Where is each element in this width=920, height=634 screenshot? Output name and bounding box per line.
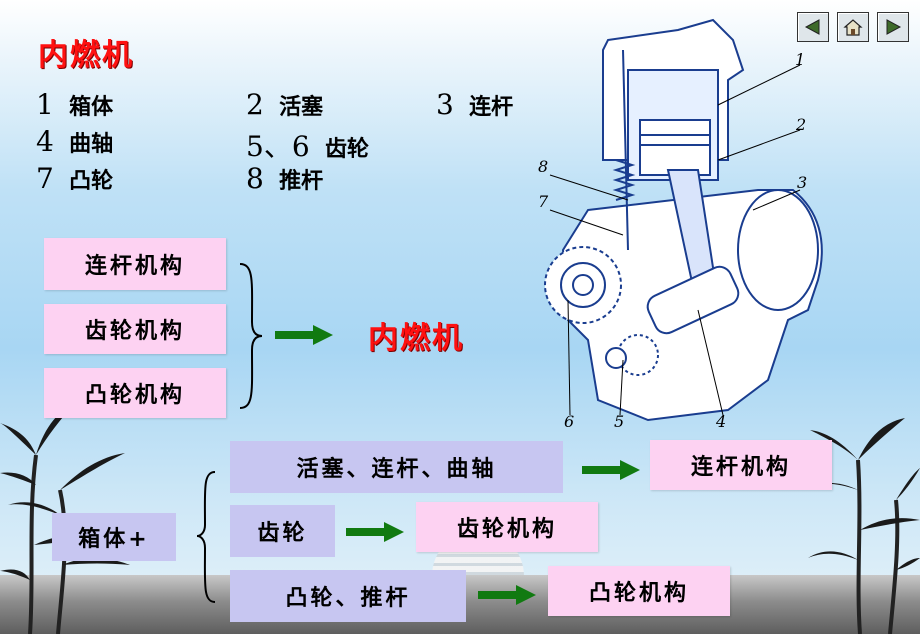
- part-number: 2: [246, 88, 264, 121]
- home-icon: [843, 19, 863, 36]
- home-button[interactable]: [837, 12, 869, 42]
- diagram-label: 7: [538, 192, 549, 211]
- diagram-label: 2: [796, 115, 807, 134]
- arrow-icon: [478, 585, 536, 605]
- part-name: 活塞: [279, 95, 324, 120]
- result-title: 内燃机: [368, 321, 464, 356]
- engine-cross-section-diagram: [544, 18, 823, 422]
- diagram-label: 8: [538, 157, 549, 176]
- diagram-label: 4: [716, 412, 727, 431]
- base-box: 箱体+: [52, 513, 176, 561]
- parts-group-box: 凸轮、推杆: [230, 570, 466, 622]
- brace-icon: [239, 263, 263, 409]
- mechanism-box-gear: 齿轮机构: [416, 502, 598, 552]
- part-number: 4: [36, 125, 54, 158]
- part-number: 1: [36, 88, 54, 121]
- part-name: 凸轮: [69, 169, 114, 194]
- part-number: 7: [36, 162, 54, 195]
- part-number: 3: [436, 88, 454, 121]
- part-number: 8: [246, 162, 264, 195]
- mechanism-box-linkage: 连杆机构: [650, 440, 832, 490]
- part-number: 5、6: [246, 130, 310, 163]
- brace-icon: [196, 471, 216, 603]
- part-name: 连杆: [469, 95, 514, 120]
- triangle-right-icon: [886, 19, 902, 35]
- mechanism-box-linkage: 连杆机构: [44, 238, 226, 290]
- parts-group-box: 齿轮: [230, 505, 335, 557]
- triangle-left-icon: [804, 19, 820, 35]
- parts-group-box: 活塞、连杆、曲轴: [230, 441, 563, 493]
- diagram-label: 6: [564, 412, 575, 431]
- page-title: 内燃机: [38, 38, 134, 73]
- prev-slide-button[interactable]: [797, 12, 829, 42]
- part-name: 箱体: [69, 95, 114, 120]
- diagram-label: 1: [795, 50, 806, 69]
- mechanism-box-cam: 凸轮机构: [548, 566, 730, 616]
- part-name: 齿轮: [324, 137, 369, 162]
- bamboo-right-decoration: [805, 418, 920, 634]
- arrow-icon: [275, 325, 333, 345]
- next-slide-button[interactable]: [877, 12, 909, 42]
- arrow-icon: [346, 522, 404, 542]
- mechanism-box-gear: 齿轮机构: [44, 304, 226, 354]
- arrow-icon: [582, 460, 640, 480]
- part-name: 推杆: [279, 169, 324, 194]
- mechanism-box-cam: 凸轮机构: [44, 368, 226, 418]
- diagram-label: 3: [797, 173, 808, 192]
- diagram-label: 5: [614, 412, 625, 431]
- part-name: 曲轴: [69, 132, 114, 157]
